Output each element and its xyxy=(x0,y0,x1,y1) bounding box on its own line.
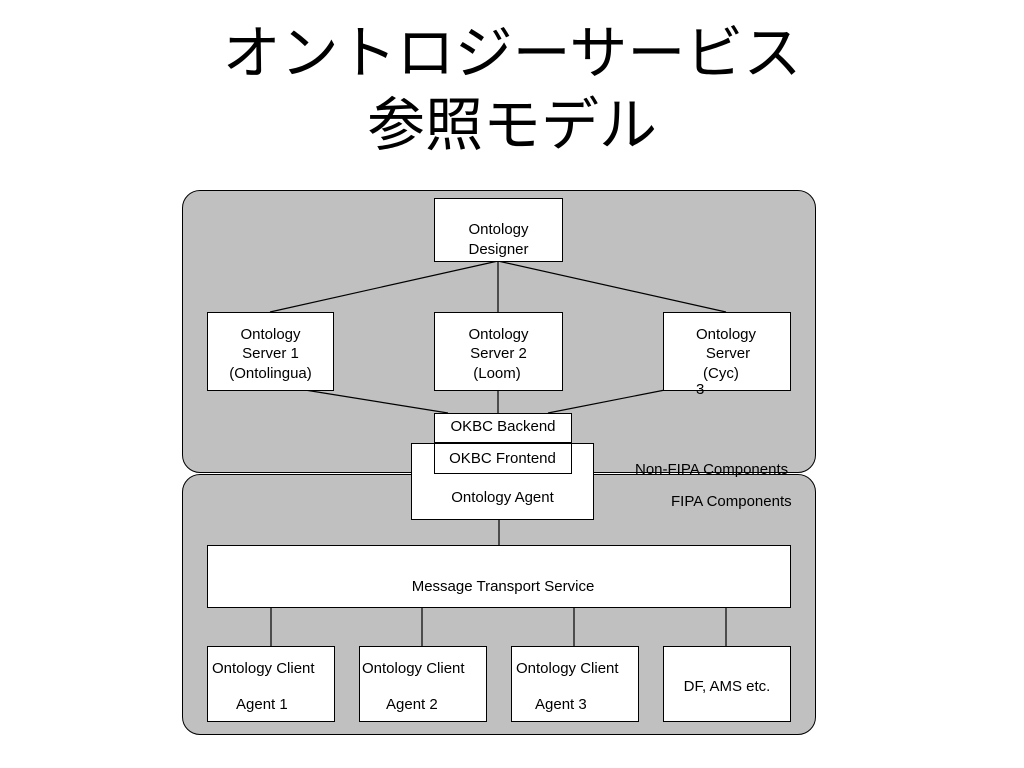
message-transport-service-node: Message Transport Service xyxy=(207,545,791,608)
ontology-agent-label: Ontology Agent xyxy=(451,489,554,506)
server3-label-4: 3 xyxy=(696,381,705,398)
ontology-server-3-node: Ontology Server (Cyc) 3 xyxy=(663,312,791,397)
server3-to-okbc-line xyxy=(547,389,666,414)
ontology-server-1-node: Ontology Server 1 (Ontolingua) xyxy=(207,312,334,391)
client2-label-2: Agent 2 xyxy=(386,696,438,713)
okbc-backend-label: OKBC Backend xyxy=(450,418,556,435)
server1-label-1: Ontology xyxy=(240,326,301,343)
client2-label-1: Ontology Client xyxy=(362,660,465,677)
page-title-line-2: 参照モデル xyxy=(366,91,657,159)
ontology-server-2-node: Ontology Server 2 (Loom) xyxy=(434,312,563,391)
server2-label-3: (Loom) xyxy=(473,365,521,382)
server2-label-1: Ontology xyxy=(468,326,529,343)
client1-label-2: Agent 1 xyxy=(236,696,288,713)
ontology-designer-node: Ontology Designer xyxy=(434,198,563,262)
okbc-frontend-label: OKBC Frontend xyxy=(449,450,556,467)
page-title-line-1: オントロジーサービス xyxy=(222,19,802,87)
server1-label-3: (Ontolingua) xyxy=(229,365,312,382)
server3-label-2: Server xyxy=(705,345,751,362)
ontology-client-agent-2-node: Ontology Client Agent 2 xyxy=(359,646,487,722)
okbc-backend-node: OKBC Backend xyxy=(434,413,572,443)
designer-to-server3-line xyxy=(497,260,727,313)
ontology-client-agent-1-node: Ontology Client Agent 1 xyxy=(207,646,335,722)
designer-to-server1-line xyxy=(269,260,499,313)
server3-label-1: Ontology xyxy=(695,326,757,343)
client3-label-2: Agent 3 xyxy=(535,696,587,713)
server1-to-okbc-line xyxy=(304,389,449,414)
server2-label-2: Server 2 xyxy=(470,345,527,362)
df-ams-label: DF, AMS etc. xyxy=(683,678,771,695)
mts-label: Message Transport Service xyxy=(411,578,595,595)
client1-label-1: Ontology Client xyxy=(212,660,315,677)
df-ams-node: DF, AMS etc. xyxy=(663,646,791,722)
ontology-designer-label-2: Designer xyxy=(468,241,529,258)
server3-label-3: (Cyc) xyxy=(703,365,739,382)
okbc-frontend-node: OKBC Frontend xyxy=(434,443,572,474)
ontology-client-agent-3-node: Ontology Client Agent 3 xyxy=(511,646,639,722)
non-fipa-components-label: Non-FIPA Components xyxy=(635,461,789,478)
fipa-components-label: FIPA Components xyxy=(671,493,792,510)
server1-label-2: Server 1 xyxy=(242,345,299,362)
ontology-designer-label-1: Ontology xyxy=(468,221,529,238)
client3-label-1: Ontology Client xyxy=(516,660,619,677)
